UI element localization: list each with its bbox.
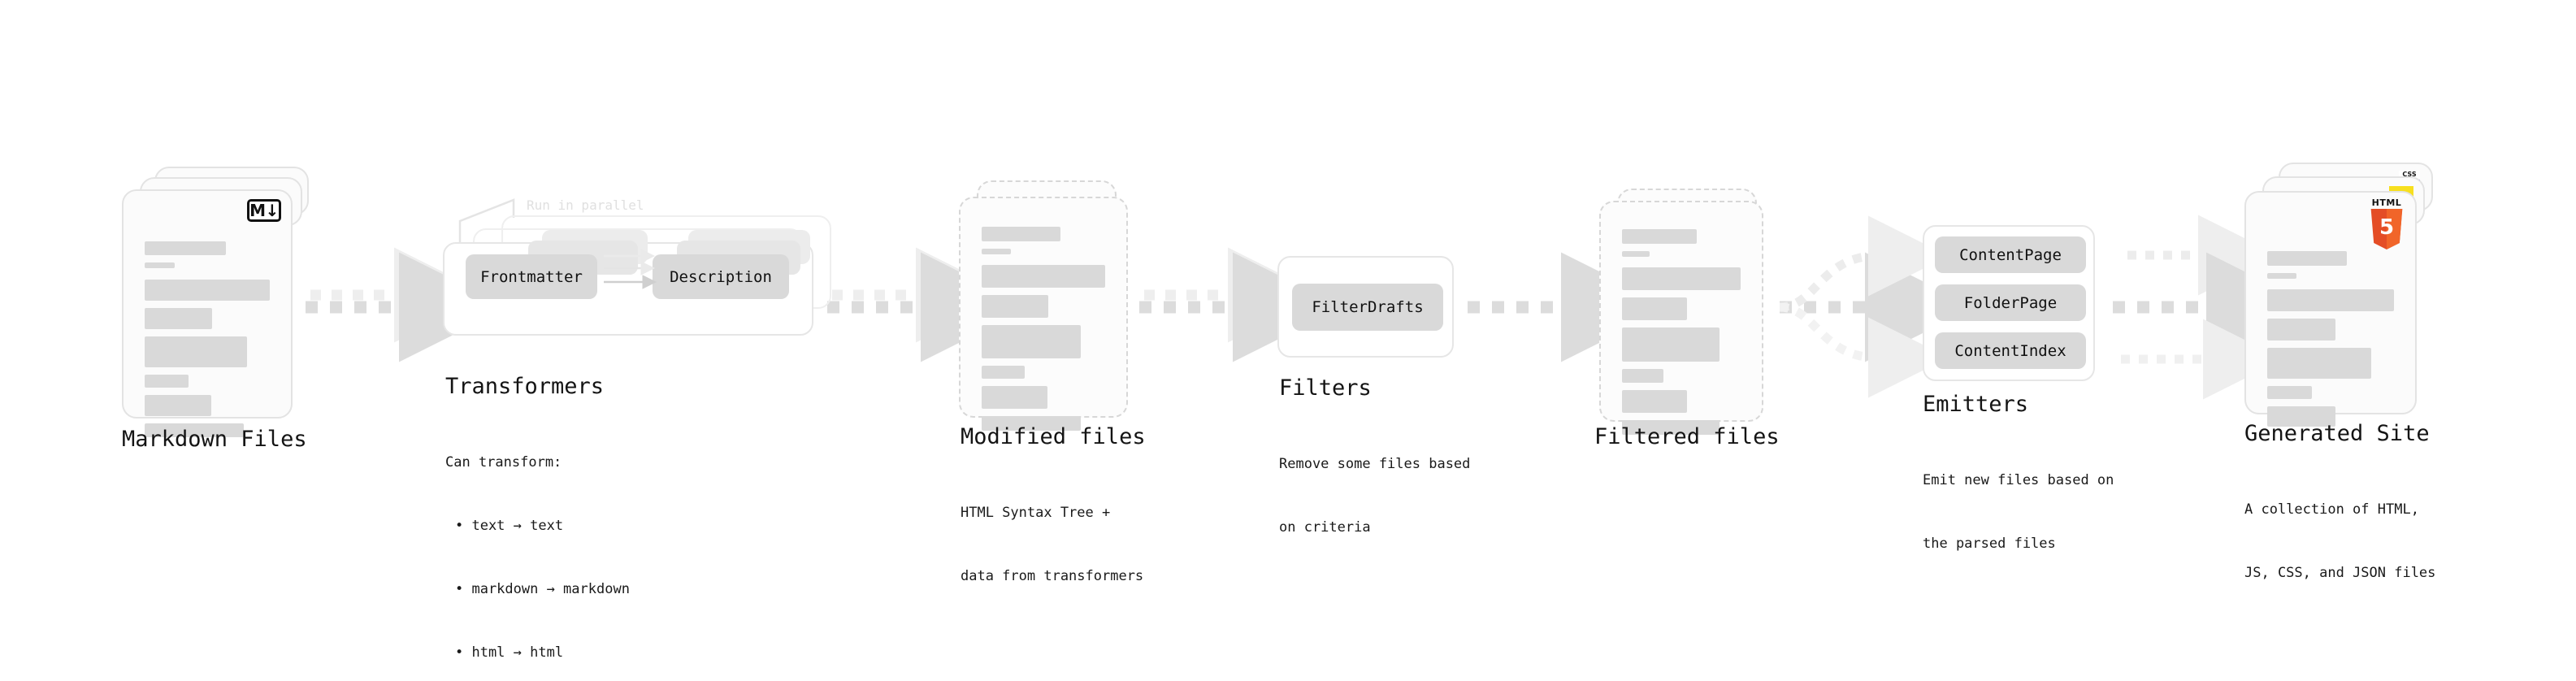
chip-description[interactable]: Description <box>653 254 789 299</box>
content-bar <box>982 366 1026 379</box>
markdown-icon: M↓ <box>247 199 281 222</box>
transformers-caption: Transformers Can transform: • text → tex… <box>445 374 787 681</box>
content-bar <box>145 375 189 388</box>
run-in-parallel-label: Run in parallel <box>527 197 644 213</box>
chip-contentpage[interactable]: ContentPage <box>1935 236 2086 273</box>
modified-card-front <box>959 197 1128 431</box>
subtitle-line: JS, CSS, and JSON files <box>2244 565 2436 581</box>
arrow-emitters-to-site <box>2113 215 2316 400</box>
subtitle-line: on criteria <box>1279 519 1371 536</box>
content-bar <box>1622 390 1688 413</box>
markdown-files-caption: Markdown Files <box>122 427 463 452</box>
filtered-files-caption: Filtered files <box>1594 424 1919 449</box>
chip-folderpage[interactable]: FolderPage <box>1935 284 2086 321</box>
emitters-title: Emitters <box>1923 392 2029 417</box>
content-bar <box>982 227 1061 241</box>
modified-files-subtitle: HTML Syntax Tree + data from transformer… <box>961 460 1302 629</box>
arrow-transformers-to-modified <box>827 247 1030 362</box>
content-bar <box>1622 327 1720 362</box>
content-bar <box>1622 369 1664 383</box>
transformers-sub-heading: Can transform: <box>445 454 562 471</box>
subtitle-line: A collection of HTML, <box>2244 501 2419 518</box>
site-content-bars <box>2267 251 2394 434</box>
filters-subtitle: Remove some files based on criteria <box>1279 411 1604 580</box>
content-bar <box>2267 289 2394 311</box>
arrow-filtered-to-emitters <box>1779 215 1975 398</box>
modified-content-bars <box>982 227 1105 438</box>
content-bar <box>145 336 248 367</box>
content-bar <box>982 386 1047 409</box>
transformers-sub-item: • text → text <box>455 518 564 534</box>
generated-site-title: Generated Site <box>2244 421 2430 446</box>
content-bar <box>145 423 244 437</box>
content-bar <box>145 241 227 255</box>
subtitle-line: data from transformers <box>961 568 1144 584</box>
content-bar <box>1622 297 1688 320</box>
modified-files-caption: Modified files HTML Syntax Tree + data f… <box>961 424 1302 629</box>
transformers-sub-item: • markdown → markdown <box>455 581 630 597</box>
transformers-title: Transformers <box>445 374 605 399</box>
modified-files-title: Modified files <box>961 424 1146 449</box>
content-bar <box>2267 251 2348 266</box>
content-bar <box>982 265 1105 288</box>
content-bar <box>982 416 1081 431</box>
content-bar <box>982 295 1049 318</box>
html5-icon-label: HTML <box>2371 197 2402 208</box>
transformers-group: Frontmatter Description <box>443 215 833 362</box>
arrow-modified-to-filters <box>1139 247 1342 362</box>
filters-title: Filters <box>1279 375 1372 401</box>
transformers-sub-item: • html → html <box>455 644 564 661</box>
inner-arrows <box>604 249 657 289</box>
filtered-content-bars <box>1622 229 1741 442</box>
emitters-box: ContentPage FolderPage ContentIndex <box>1923 225 2095 381</box>
filtered-card-front <box>1599 201 1763 435</box>
arrow-markdown-to-transformers <box>306 247 509 362</box>
generated-site-caption: Generated Site A collection of HTML, JS,… <box>2244 421 2576 626</box>
content-bar <box>2267 406 2336 427</box>
html5-digit: 5 <box>2379 215 2395 240</box>
subtitle-line: Emit new files based on <box>1923 472 2114 488</box>
chip-filterdrafts[interactable]: FilterDrafts <box>1292 284 1443 331</box>
content-bar <box>2267 273 2296 279</box>
emitters-subtitle: Emit new files based on the parsed files <box>1923 427 2248 596</box>
content-bar <box>2267 348 2371 379</box>
chip-contentindex[interactable]: ContentIndex <box>1935 332 2086 369</box>
html5-icon: HTML 5 <box>2366 198 2407 249</box>
content-bar <box>145 262 175 268</box>
html5-shield: 5 <box>2370 209 2403 249</box>
filters-caption: Filters Remove some files based on crite… <box>1279 375 1604 580</box>
content-bar <box>145 395 211 416</box>
generated-site-stack: CSS HTML 5 <box>2244 163 2439 427</box>
subtitle-line: the parsed files <box>1923 536 2056 552</box>
html5-shield-inner <box>2387 209 2402 249</box>
content-bar <box>1622 251 1650 257</box>
filtered-files-stack <box>1599 189 1786 435</box>
css-icon-label: CSS <box>2402 171 2417 178</box>
markdown-files-stack: M↓ <box>122 167 317 437</box>
chip-frontmatter[interactable]: Frontmatter <box>466 254 597 299</box>
content-bar <box>982 325 1081 358</box>
content-bar <box>982 249 1012 254</box>
filtered-files-title: Filtered files <box>1594 424 1780 449</box>
subtitle-line: HTML Syntax Tree + <box>961 505 1111 521</box>
content-bar <box>145 308 213 329</box>
content-bar <box>2267 386 2312 399</box>
content-bar <box>145 280 270 301</box>
markdown-card-front: M↓ <box>122 189 293 437</box>
content-bar <box>1622 420 1720 435</box>
emitters-caption: Emitters Emit new files based on the par… <box>1923 392 2248 596</box>
transformers-subtitle: Can transform: • text → text • markdown … <box>445 410 787 681</box>
markdown-files-title: Markdown Files <box>122 427 307 452</box>
subtitle-line: Remove some files based <box>1279 456 1471 472</box>
filters-box: FilterDrafts <box>1277 256 1454 358</box>
site-card-front: HTML 5 <box>2244 191 2417 427</box>
content-bar <box>1622 229 1697 244</box>
content-bar <box>1622 267 1741 290</box>
markdown-content-bars <box>145 241 270 445</box>
generated-site-subtitle: A collection of HTML, JS, CSS, and JSON … <box>2244 457 2576 626</box>
content-bar <box>2267 319 2336 340</box>
modified-files-stack <box>959 180 1146 431</box>
